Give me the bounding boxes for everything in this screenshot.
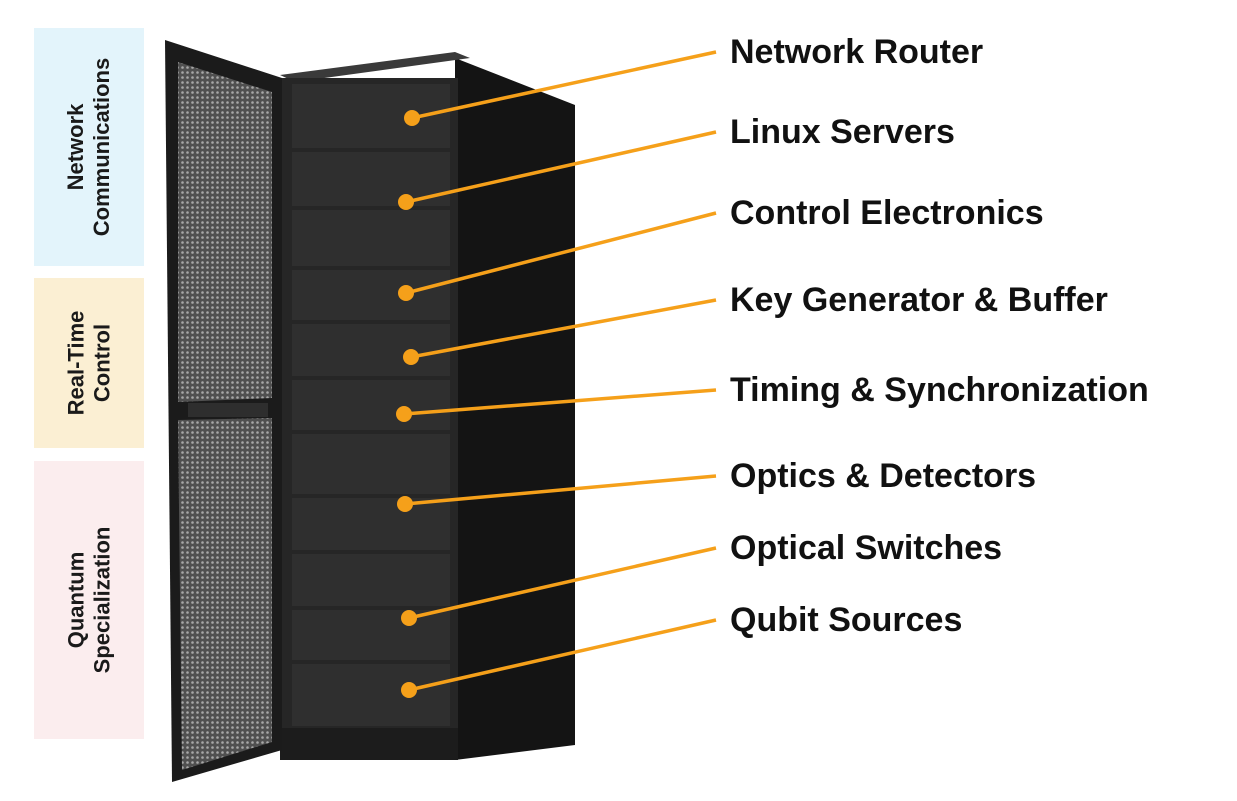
category-real-time-control: Real-Time Control xyxy=(34,278,144,448)
label-linux-servers: Linux Servers xyxy=(730,113,955,151)
callout-dot xyxy=(401,682,417,698)
category-label: Network Communications xyxy=(63,57,114,237)
rack-top xyxy=(280,52,470,82)
callout-dot xyxy=(401,610,417,626)
label-control-electronics: Control Electronics xyxy=(730,194,1044,232)
rack-module-panel xyxy=(292,498,450,550)
category-network-communications: Network Communications xyxy=(34,28,144,266)
label-qubit-sources: Qubit Sources xyxy=(730,601,963,639)
callout-line xyxy=(410,298,717,359)
callout-line xyxy=(403,388,717,416)
category-label: Quantum Specialization xyxy=(63,526,114,674)
rack-modules xyxy=(292,84,450,726)
rack-module-panel xyxy=(292,610,450,660)
label-timing-synchronization: Timing & Synchronization xyxy=(730,371,1149,409)
callout-dot xyxy=(398,194,414,210)
label-key-generator-buffer: Key Generator & Buffer xyxy=(730,281,1108,319)
callout-dot xyxy=(397,496,413,512)
callout-dot xyxy=(398,285,414,301)
rack-base xyxy=(280,728,458,760)
rack-module-panel xyxy=(292,324,450,376)
rack-module-panel xyxy=(292,434,450,494)
rack-module-panel xyxy=(292,664,450,726)
callout-line xyxy=(408,618,717,692)
category-quantum-specialization: Quantum Specialization xyxy=(34,461,144,739)
callout-dot xyxy=(396,406,412,422)
rack-side-panel xyxy=(455,58,575,760)
label-optical-switches: Optical Switches xyxy=(730,529,1003,567)
callout-line xyxy=(411,50,717,120)
rack-module-panel xyxy=(292,210,450,266)
callout-lines xyxy=(396,50,717,698)
rack-door-handle xyxy=(188,403,268,417)
rack-module-panel xyxy=(292,380,450,430)
rack-module-panel xyxy=(292,270,450,320)
rack-door-mesh-lower xyxy=(178,418,272,770)
callout-line xyxy=(408,546,717,620)
label-optics-detectors: Optics & Detectors xyxy=(730,457,1037,495)
rack-door-mesh-upper xyxy=(178,62,272,402)
callout-line xyxy=(405,130,717,204)
callout-line xyxy=(405,211,717,295)
rack-module-panel xyxy=(292,554,450,606)
label-network-router: Network Router xyxy=(730,33,984,71)
callout-dot xyxy=(404,110,420,126)
callout-line xyxy=(404,474,717,506)
callout-dot xyxy=(403,349,419,365)
category-label: Real-Time Control xyxy=(63,310,114,416)
